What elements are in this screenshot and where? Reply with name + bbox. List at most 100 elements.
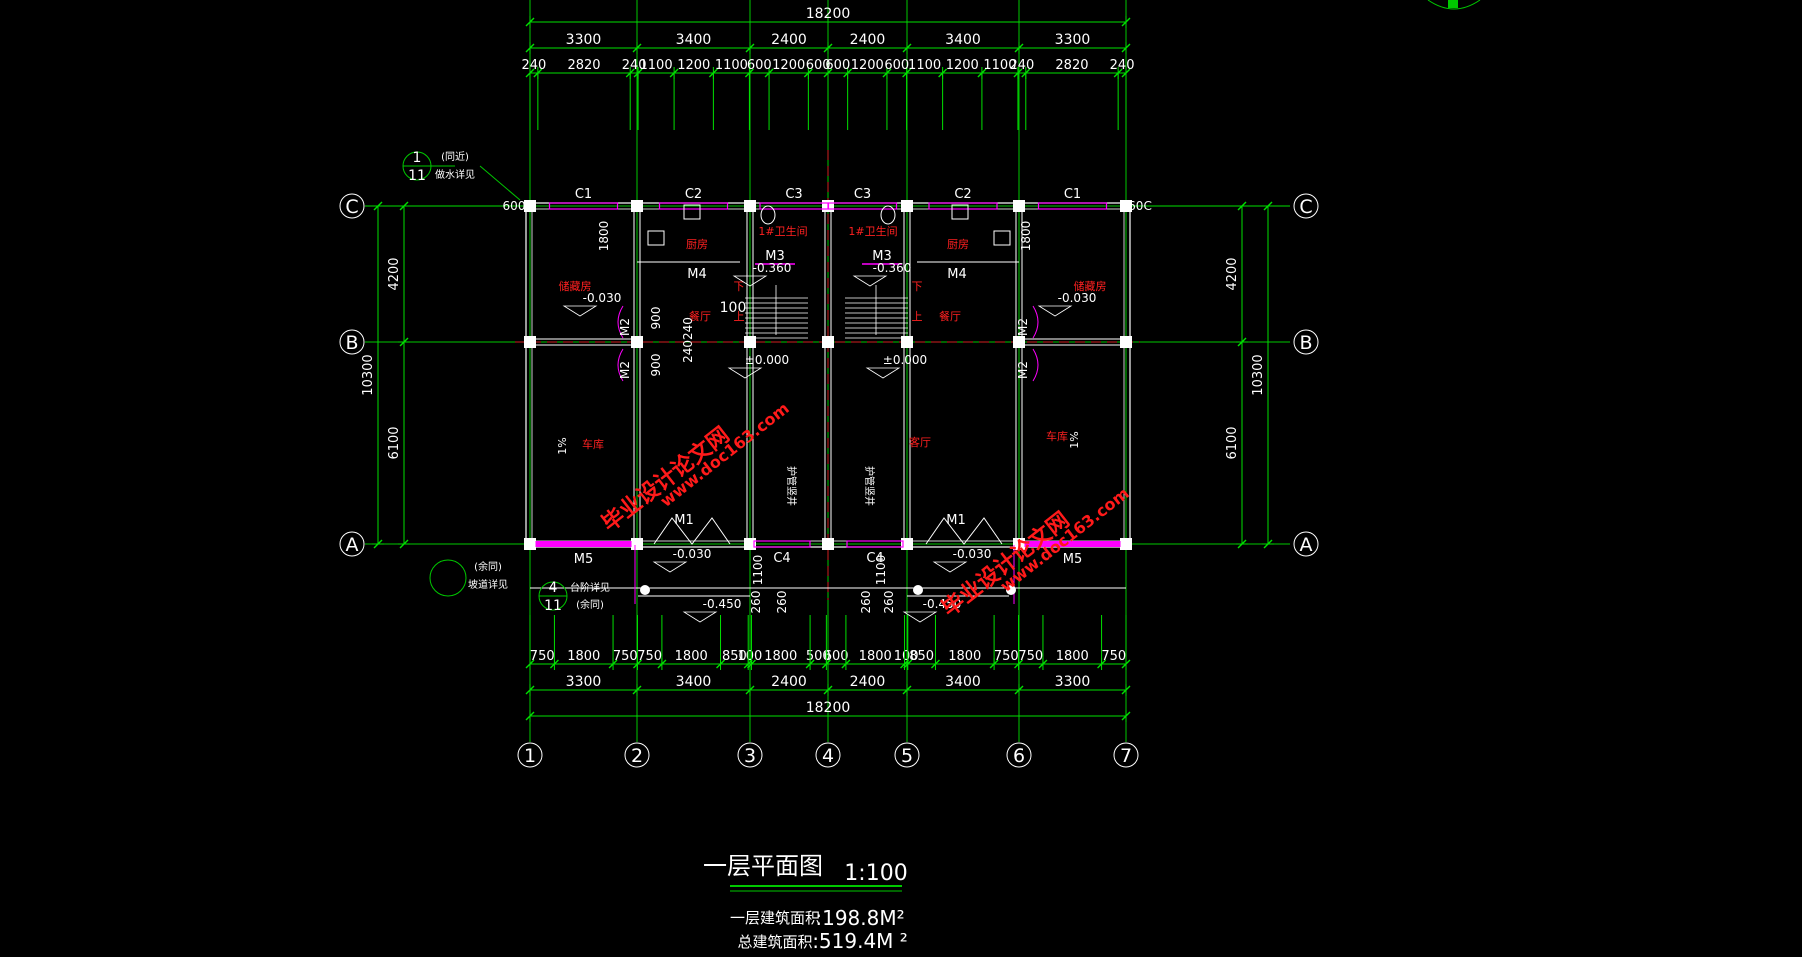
dim-top-details-text: 1100 xyxy=(983,58,1016,73)
column xyxy=(1013,538,1025,550)
annotations: 下上下上-0.030-0.030±0.000±0.000-0.360-0.360… xyxy=(402,0,1481,623)
detail-callout-1-num: 1 xyxy=(413,150,422,166)
dim-bottom-details-text: 1800 xyxy=(859,649,892,664)
dim-vertical: 1800 xyxy=(1019,221,1033,252)
dim-top-details-text: 1100 xyxy=(640,58,673,73)
axis-label-B-left: B xyxy=(345,332,358,354)
dim-1100: 1100 xyxy=(874,555,888,586)
dim-top-total-slash xyxy=(525,17,535,27)
dim-bottom-bays-text: 3300 xyxy=(1055,674,1091,690)
room-kitchen: 厨房 xyxy=(686,238,708,251)
level-bathroom: -0.360 xyxy=(753,261,792,275)
column xyxy=(822,336,834,348)
axis-bubble-7 xyxy=(1113,742,1139,768)
level-porch: -0.030 xyxy=(673,547,712,561)
axis-bubble-B-left xyxy=(339,329,365,355)
dim-bottom-bays-slash xyxy=(745,685,755,695)
left-callout-note2: 坡道详见 xyxy=(468,578,508,591)
dim-bottom-details-text: 1800 xyxy=(764,649,797,664)
dim-top-bays-slash xyxy=(902,43,912,53)
column xyxy=(901,336,913,348)
dim-top-bays-slash xyxy=(1014,43,1024,53)
dim-top-details-text: 2820 xyxy=(567,58,600,73)
window-C1 xyxy=(1037,202,1108,210)
dim-600: 600 xyxy=(503,199,526,213)
window-C4 xyxy=(753,540,811,548)
level-marker xyxy=(852,275,888,287)
window-label-C4: C4 xyxy=(866,551,883,566)
level-marker xyxy=(682,611,718,623)
axis-label-2: 2 xyxy=(631,745,643,767)
axis-bubble-A-left xyxy=(339,531,365,557)
sink-fixture xyxy=(951,204,969,220)
dim-right-parts-text: 6100 xyxy=(1225,426,1240,459)
dim-260: 260 xyxy=(882,591,896,614)
door-M2-swing xyxy=(1032,348,1039,382)
axis-label-A-left: A xyxy=(346,534,359,556)
dim-top-details-text: 1100 xyxy=(715,58,748,73)
dim-top-bays-slash xyxy=(632,43,642,53)
axis-bubble-4 xyxy=(815,742,841,768)
dim-bottom-details-text: 850 xyxy=(909,649,934,664)
door-label-M2: M2 xyxy=(1016,318,1030,336)
dim-bottom-bays-text: 2400 xyxy=(850,674,886,690)
room-garage: 车库 xyxy=(582,437,604,451)
dim-bottom-bays-text: 3400 xyxy=(676,674,712,690)
level-marker xyxy=(732,275,768,287)
level-marker xyxy=(932,561,968,573)
column xyxy=(1120,538,1132,550)
dim-260: 260 xyxy=(775,591,789,614)
slope-mark: 1% xyxy=(556,437,569,454)
axis-label-3: 3 xyxy=(744,745,756,767)
dim-top-total-slash xyxy=(1121,17,1131,27)
dim-bottom-bays-slash xyxy=(1121,685,1131,695)
title-scale: 1:100 xyxy=(844,861,907,886)
level-marker xyxy=(1037,305,1073,317)
dim-260: 260 xyxy=(749,591,763,614)
dim-bottom-bays-slash xyxy=(823,685,833,695)
dim-top-details-text: 240 xyxy=(622,58,647,73)
dim-top-bays-slash xyxy=(823,43,833,53)
dim-bottom-bays-text: 2400 xyxy=(771,674,807,690)
door-label-M2: M2 xyxy=(1016,361,1030,379)
dim-top-bays-text: 3300 xyxy=(566,32,602,48)
door-label-M3: M3 xyxy=(872,249,892,264)
door-label-M4: M4 xyxy=(687,267,707,282)
level-storage: -0.030 xyxy=(1058,291,1097,305)
dim-right-total-text: 10300 xyxy=(1251,354,1266,395)
door-label-M1: M1 xyxy=(946,513,966,528)
axis-label-6: 6 xyxy=(1013,745,1025,767)
leader xyxy=(479,165,521,201)
dim-bottom-total-slash xyxy=(1121,711,1131,721)
level-bathroom: -0.360 xyxy=(873,261,912,275)
axis-label-5: 5 xyxy=(901,745,913,767)
dim-bottom-details-text: 100 xyxy=(737,649,762,664)
walls xyxy=(524,200,1132,604)
column xyxy=(1013,336,1025,348)
column xyxy=(1120,200,1132,212)
dim-bottom-details-text: 100 xyxy=(894,649,919,664)
level-dining: ±0.000 xyxy=(883,353,927,367)
room-bathroom: 1#卫生间 xyxy=(758,224,807,238)
dim-top-details-text: 1200 xyxy=(772,58,805,73)
entry-door-M1 xyxy=(925,517,1003,545)
room-kitchen: 厨房 xyxy=(947,238,969,251)
dim-right-total-slash xyxy=(1263,539,1273,549)
column xyxy=(1120,336,1132,348)
detail-callout-4-num: 4 xyxy=(549,580,558,596)
dim-bottom-details-text: 750 xyxy=(637,649,662,664)
area-value-1: :198.8M² xyxy=(815,906,904,930)
dim-bottom-details-text: 600 xyxy=(824,649,849,664)
room-bathroom: 1#卫生间 xyxy=(848,224,897,238)
column xyxy=(524,200,536,212)
level-marker xyxy=(865,367,901,379)
stair-down-label: 下 xyxy=(912,280,923,293)
dim-260: 260 xyxy=(859,591,873,614)
sink-fixture xyxy=(683,204,701,220)
level-step: -0.450 xyxy=(923,597,962,611)
axis-label-A-right: A xyxy=(1300,534,1313,556)
detail-callout-1-sheet: 11 xyxy=(408,168,426,184)
dim-top-details-text: 600 xyxy=(806,58,831,73)
dim-60c: 60C xyxy=(1128,199,1152,213)
door-label-M2: M2 xyxy=(618,361,632,379)
